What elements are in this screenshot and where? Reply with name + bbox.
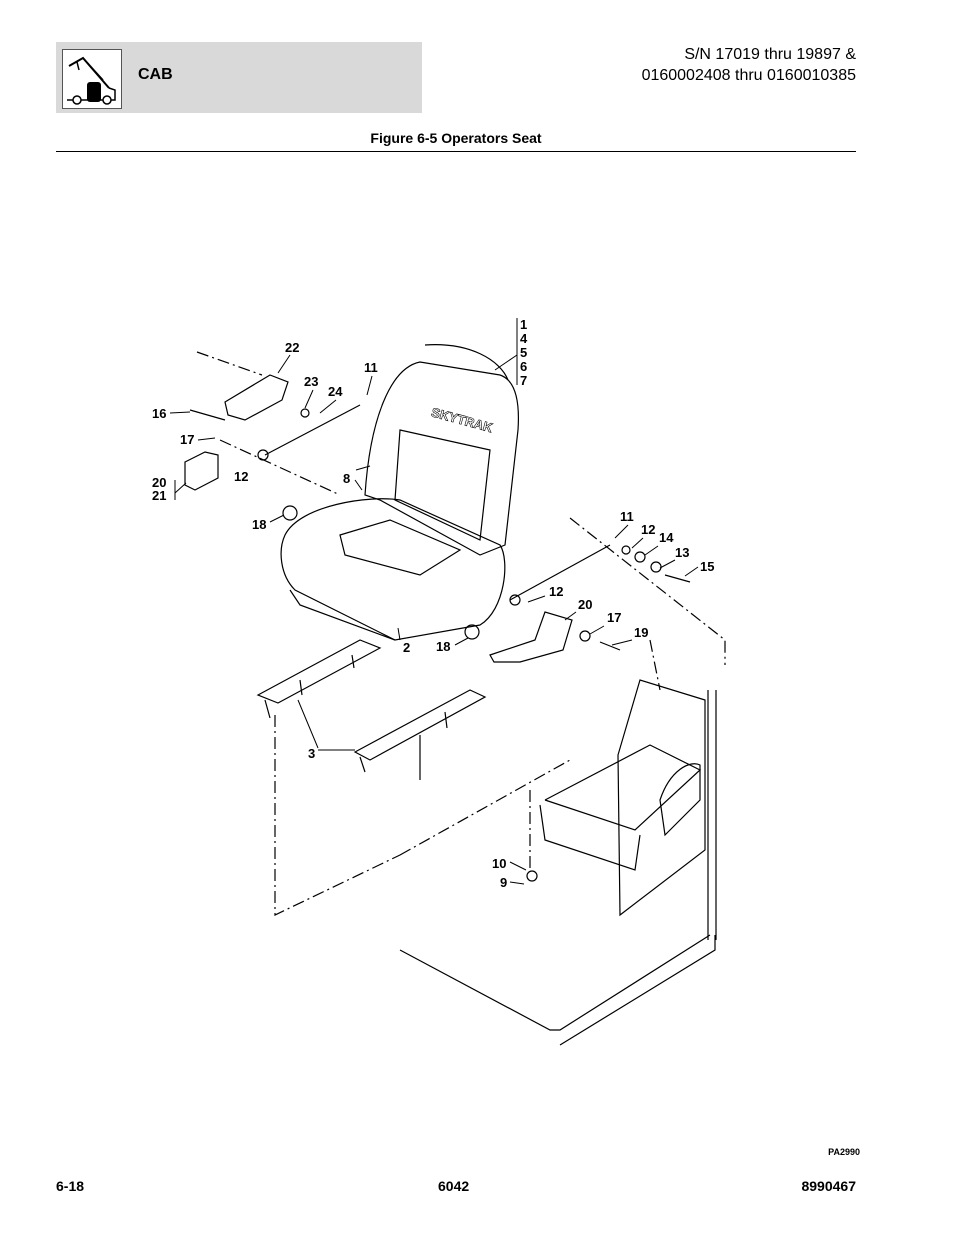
seat-back	[364, 361, 520, 556]
callout-20b: 20	[578, 597, 592, 612]
callout-18b: 18	[436, 639, 450, 654]
seat-belt	[489, 611, 573, 663]
callout-14: 14	[659, 530, 674, 545]
serial-line-2: 0160002408 thru 0160010385	[641, 67, 856, 84]
seat-rail-left	[256, 639, 382, 704]
callout-17: 17	[180, 432, 194, 447]
header-divider	[56, 151, 856, 152]
callout-6: 6	[520, 359, 527, 374]
serial-range: S/N 17019 thru 19897 & 0160002408 thru 0…	[642, 44, 856, 86]
callout-9: 9	[500, 875, 507, 890]
callout-15: 15	[700, 559, 714, 574]
serial-line-1: S/N 17019 thru 19897 &	[684, 46, 856, 63]
model-number: 6042	[438, 1178, 470, 1194]
armrest	[224, 374, 289, 421]
callout-19: 19	[634, 625, 648, 640]
callout-20: 20	[152, 475, 166, 490]
callout-23: 23	[304, 374, 318, 389]
callout-12c: 12	[549, 584, 563, 599]
callout-21: 21	[152, 488, 166, 503]
callout-24: 24	[328, 384, 343, 399]
callout-2: 2	[403, 640, 410, 655]
callout-1: 1	[520, 317, 527, 332]
callout-7: 7	[520, 373, 527, 388]
callout-17b: 17	[607, 610, 621, 625]
seat-rail-right	[353, 689, 487, 761]
callout-16: 16	[152, 406, 166, 421]
cab-frame	[617, 679, 706, 917]
callout-13: 13	[675, 545, 689, 560]
callout-11b: 11	[620, 509, 634, 524]
callout-4: 4	[520, 331, 528, 346]
header-banner: CAB	[56, 42, 422, 113]
manual-part-number: 8990467	[801, 1178, 856, 1194]
figure-title: Figure 6-5 Operators Seat	[370, 130, 542, 146]
callout-8: 8	[343, 471, 350, 486]
telehandler-icon	[62, 49, 122, 109]
callout-12: 12	[234, 469, 248, 484]
callout-22: 22	[285, 340, 299, 355]
callout-10: 10	[492, 856, 506, 871]
seat-buckle	[184, 451, 219, 491]
brand-label: SKYTRAK	[430, 405, 495, 436]
seat-cushion	[280, 498, 506, 641]
callout-11: 11	[364, 360, 378, 375]
drawing-id: PA2990	[828, 1147, 860, 1157]
callout-12b: 12	[641, 522, 655, 537]
section-title: CAB	[138, 66, 173, 83]
callout-18: 18	[252, 517, 266, 532]
callout-3: 3	[308, 746, 315, 761]
page-number: 6-18	[56, 1178, 85, 1194]
callout-5: 5	[520, 345, 527, 360]
